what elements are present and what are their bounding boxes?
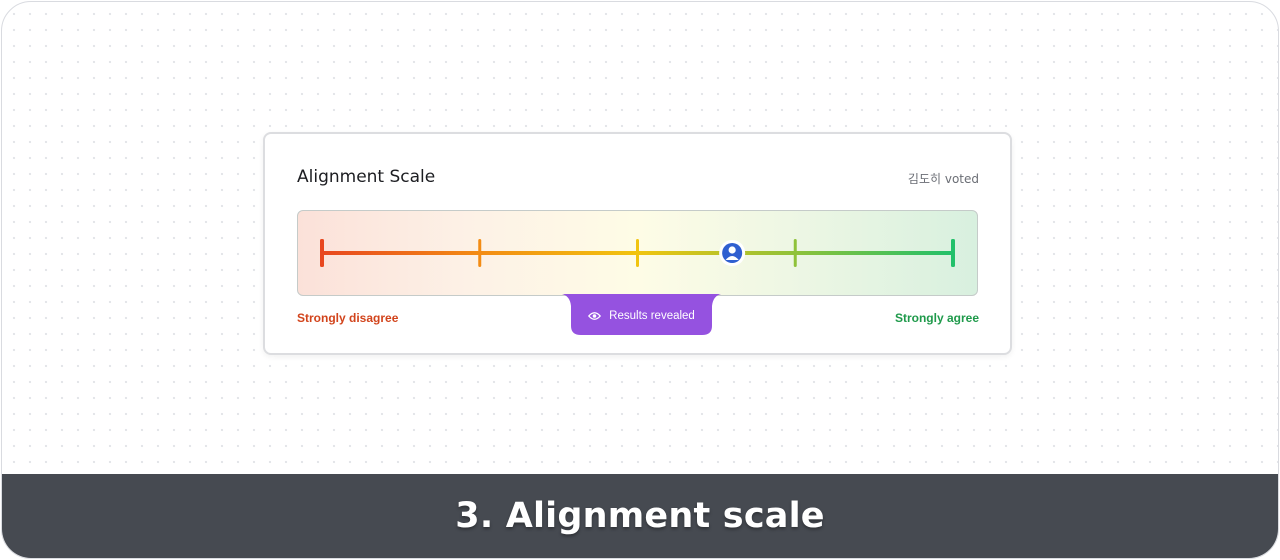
footer-banner: 3. Alignment scale bbox=[2, 474, 1278, 558]
scale-svg bbox=[320, 239, 955, 267]
scale-tick bbox=[636, 239, 639, 267]
strongly-disagree-label: Strongly disagree bbox=[297, 311, 399, 325]
scale-tick bbox=[478, 239, 482, 267]
strongly-agree-label: Strongly agree bbox=[894, 311, 979, 325]
scale-tick bbox=[951, 239, 955, 267]
card-title: Alignment Scale bbox=[297, 167, 436, 187]
results-revealed-label: Results revealed bbox=[609, 310, 695, 322]
scale-tick bbox=[793, 239, 797, 267]
voted-status: 김도히 voted bbox=[907, 172, 979, 186]
footer-title: 3. Alignment scale bbox=[455, 496, 825, 536]
vote-marker bbox=[719, 240, 746, 266]
results-revealed-badge[interactable]: Results revealed bbox=[572, 306, 711, 326]
user-avatar-body bbox=[725, 256, 739, 260]
eye-icon bbox=[588, 311, 602, 321]
scale-tick bbox=[320, 239, 324, 267]
user-avatar-head bbox=[728, 246, 736, 254]
alignment-scale-card: Alignment Scale 김도히 voted Strongly bbox=[263, 132, 1012, 355]
scale-track[interactable] bbox=[297, 210, 978, 296]
results-revealed-tab bbox=[562, 294, 721, 335]
scale-ticks bbox=[320, 239, 955, 267]
